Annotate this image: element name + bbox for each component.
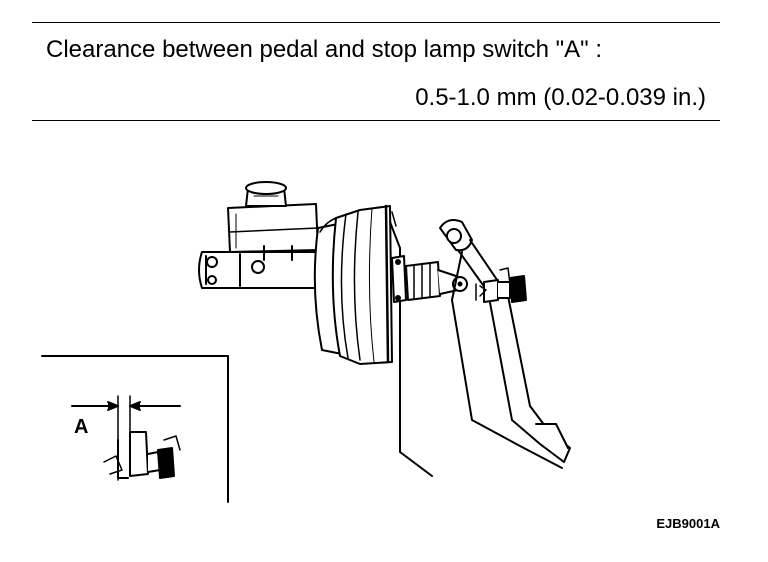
bottom-rule xyxy=(32,120,720,121)
dash-panel xyxy=(389,211,433,477)
spec-value: 0.5-1.0 mm (0.02-0.039 in.) xyxy=(415,84,706,111)
clearance-callout-label: A xyxy=(74,416,89,438)
stop-lamp-switch xyxy=(475,267,527,303)
top-rule xyxy=(32,22,720,23)
reservoir-tank xyxy=(227,181,319,261)
master-cylinder xyxy=(198,251,319,289)
figure-code: EJB9001A xyxy=(656,516,720,531)
brake-pedal xyxy=(439,219,571,469)
brake-booster xyxy=(313,204,393,365)
inset-detail xyxy=(41,355,229,503)
spec-label: Clearance between pedal and stop lamp sw… xyxy=(46,36,603,63)
